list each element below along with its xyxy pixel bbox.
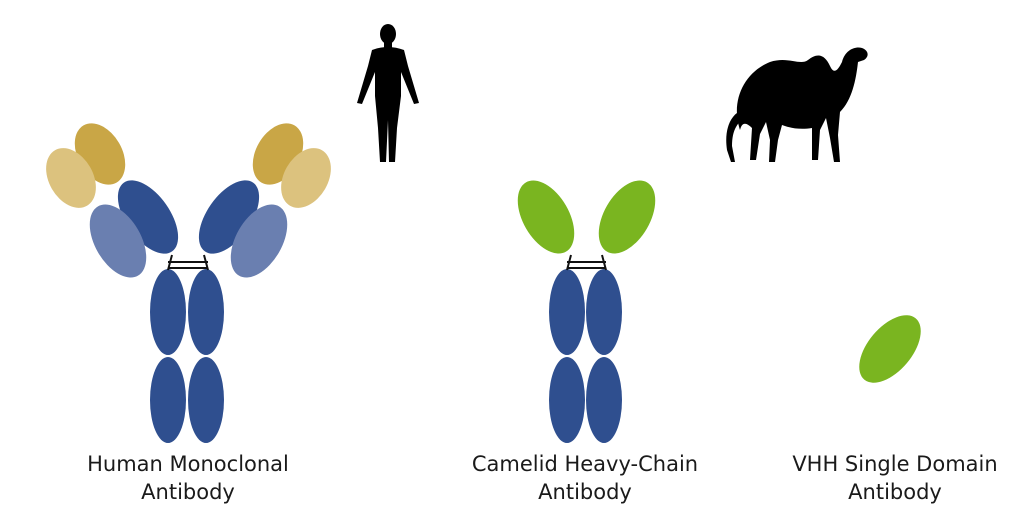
camelid-vhh-arm-right (598, 180, 656, 254)
vhh-domain (859, 315, 921, 383)
human-heavy-arm-left (117, 180, 179, 254)
human-fc-domain-lower-left (150, 357, 186, 443)
caption-camelid-line2: Antibody (538, 480, 632, 504)
human-fc-domain-lower-right (188, 357, 224, 443)
caption-camelid-heavy-chain-antibody: Camelid Heavy-Chain Antibody (440, 450, 730, 506)
human-antibody (46, 123, 331, 443)
human-fc-domain-upper-left (150, 269, 186, 355)
camelid-fc-domain-lower-left (549, 357, 585, 443)
human-gold-light-left (46, 148, 96, 208)
camelid-vhh-arm-left (517, 180, 575, 254)
caption-human-line2: Antibody (141, 480, 235, 504)
human-heavy-arm-right (198, 180, 260, 254)
human-gold-light-right (281, 148, 331, 208)
camelid-fc-domain-upper-right (586, 269, 622, 355)
caption-human-monoclonal-antibody: Human Monoclonal Antibody (58, 450, 318, 506)
caption-vhh-single-domain-antibody: VHH Single Domain Antibody (770, 450, 1020, 506)
caption-camelid-line1: Camelid Heavy-Chain (471, 452, 699, 476)
caption-vhh-line1: VHH Single Domain (792, 452, 998, 476)
camel-silhouette-icon (726, 47, 868, 162)
vhh-single-domain (859, 315, 921, 383)
human-silhouette-icon (357, 24, 419, 162)
human-light-blue-right (230, 204, 288, 278)
human-light-blue-left (89, 204, 147, 278)
camelid-hinge-disulfide (566, 254, 607, 271)
camelid-fc-domain-lower-right (586, 357, 622, 443)
human-hinge-disulfide (167, 254, 209, 271)
camelid-antibody (517, 180, 656, 443)
caption-vhh-line2: Antibody (848, 480, 942, 504)
camelid-fc-domain-upper-left (549, 269, 585, 355)
human-fc-domain-upper-right (188, 269, 224, 355)
caption-human-line1: Human Monoclonal (87, 452, 289, 476)
